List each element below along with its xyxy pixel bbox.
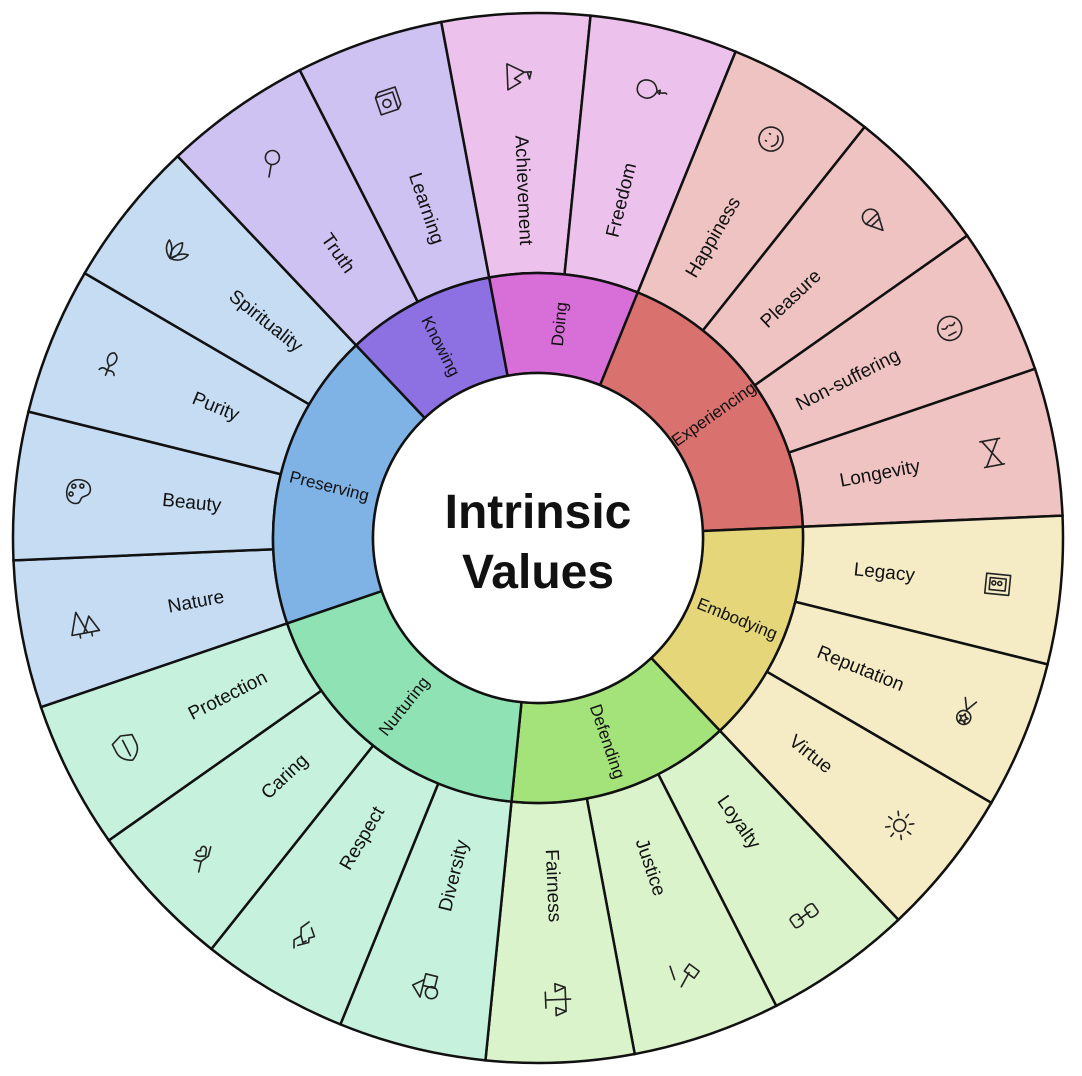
balloon-icon: [636, 79, 668, 99]
center-disc: Intrinsic Values: [371, 371, 705, 705]
books-icon: [374, 86, 402, 116]
value-label-achievement: Achievement: [510, 135, 536, 246]
ice-cream-icon: [861, 208, 884, 232]
gavel-icon: [669, 963, 701, 988]
scales-icon: [544, 982, 572, 1017]
flower-icon: [98, 352, 118, 377]
sun-icon: [884, 810, 915, 841]
shapes-icon: [411, 972, 439, 1000]
magnifier-icon: [264, 149, 281, 178]
category-label-doing: Doing: [548, 301, 571, 347]
calm-face-icon: [936, 315, 963, 342]
hourglass-icon: [979, 437, 1006, 469]
center-title-line-2: Values: [462, 546, 614, 599]
chain-icon: [789, 903, 819, 929]
medal-icon: [955, 696, 978, 726]
frame-icon: [983, 572, 1012, 597]
smile-icon: [758, 126, 784, 152]
hand-heart-icon: [193, 845, 212, 873]
handshake-icon: [293, 921, 316, 949]
trees-icon: [71, 611, 101, 639]
value-label-fairness: Fairness: [541, 849, 565, 923]
outer-ring: NatureBeautyPuritySpiritualityTruthLearn…: [11, 11, 1065, 1065]
mountain-flag-icon: [506, 63, 533, 91]
lotus-icon: [165, 239, 189, 261]
palette-icon: [65, 478, 92, 505]
center-title-line-1: Intrinsic: [445, 486, 632, 539]
shield-icon: [111, 733, 139, 761]
center-circle: [371, 371, 705, 705]
